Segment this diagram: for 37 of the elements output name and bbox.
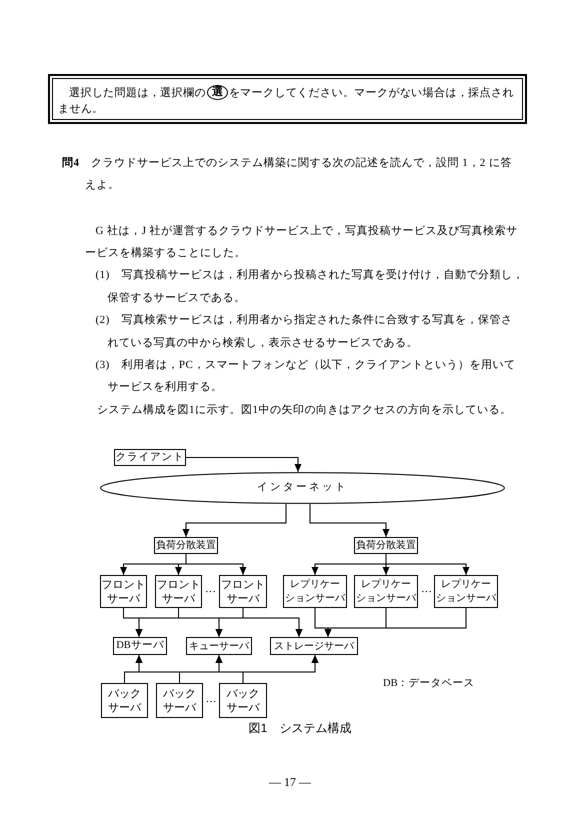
queue-server-box: キューサーバ (186, 637, 252, 655)
abbreviation-note: DB：データベース (383, 677, 475, 691)
back-server-box: バックサーバ (219, 683, 267, 718)
arrow (324, 608, 466, 638)
back-server-box: バックサーバ (156, 683, 203, 718)
load-balancer-box: 負荷分散装置 (354, 537, 418, 554)
arrow (182, 503, 286, 538)
arrow (310, 504, 390, 538)
paragraph-text: システム構成を図1に示す。図1中の矢印の向きはアクセスの方向を示している。 (97, 402, 512, 418)
client-box: クライアント (114, 449, 186, 466)
notice-text: 選択した問題は，選択欄の 選 をマークしてください。マークがない場合は，採点されません。 (58, 85, 515, 117)
list-item-text: (1) 写真投稿サービスは，利用者から投稿された写真を受け付け，自動で分類し，保管するサービスである。 (96, 268, 525, 306)
load-balancer-box: 負荷分散装置 (154, 537, 218, 554)
replication-server-box: レプリケーションサーバ (354, 575, 418, 608)
front-server-box: フロントサーバ (155, 575, 202, 608)
question-text: 問4 クラウドサービス上でのシステム構築に関する次の記述を読んで，設問 1，2 に答えよ。 (62, 156, 513, 194)
arrow (186, 457, 302, 472)
arrow (242, 654, 318, 684)
front-server-box: フロントサーバ (100, 575, 147, 608)
paragraph-text: G 社は，J 社が運営するクラウドサービス上で，写真投稿サービス及び写真検索サービスを構築することにした。 (85, 224, 519, 261)
ellipsis-text: … (421, 582, 432, 597)
notice-box (48, 74, 527, 124)
page-number: — 17 — (269, 774, 311, 791)
internet-ellipse: インターネット (100, 472, 505, 504)
ellipsis-text: … (206, 692, 216, 707)
ellipsis-text: … (205, 582, 216, 597)
list-item-text: (3) 利用者は，PC，スマートフォンなど（以下，クライアントという）を用いてサービスを利用する。 (96, 358, 516, 396)
db-server-box: DBサーバ (113, 637, 167, 655)
storage-server-box: ストレージサーバ (270, 637, 358, 655)
list-item-text: (2) 写真検索サービスは，利用者から指定された条件に合致する写真を，保管されている写真の中から検索し，表示させるサービスである。 (96, 312, 514, 350)
front-server-box: フロントサーバ (219, 575, 267, 608)
figure-caption: 図1 システム構成 (248, 720, 352, 737)
replication-server-box: レプリケーションサーバ (434, 575, 498, 608)
arrow (186, 554, 246, 576)
replication-server-box: レプリケーションサーバ (283, 575, 347, 608)
circled-character: 選 (206, 84, 228, 100)
back-server-box: バックサーバ (101, 683, 148, 718)
